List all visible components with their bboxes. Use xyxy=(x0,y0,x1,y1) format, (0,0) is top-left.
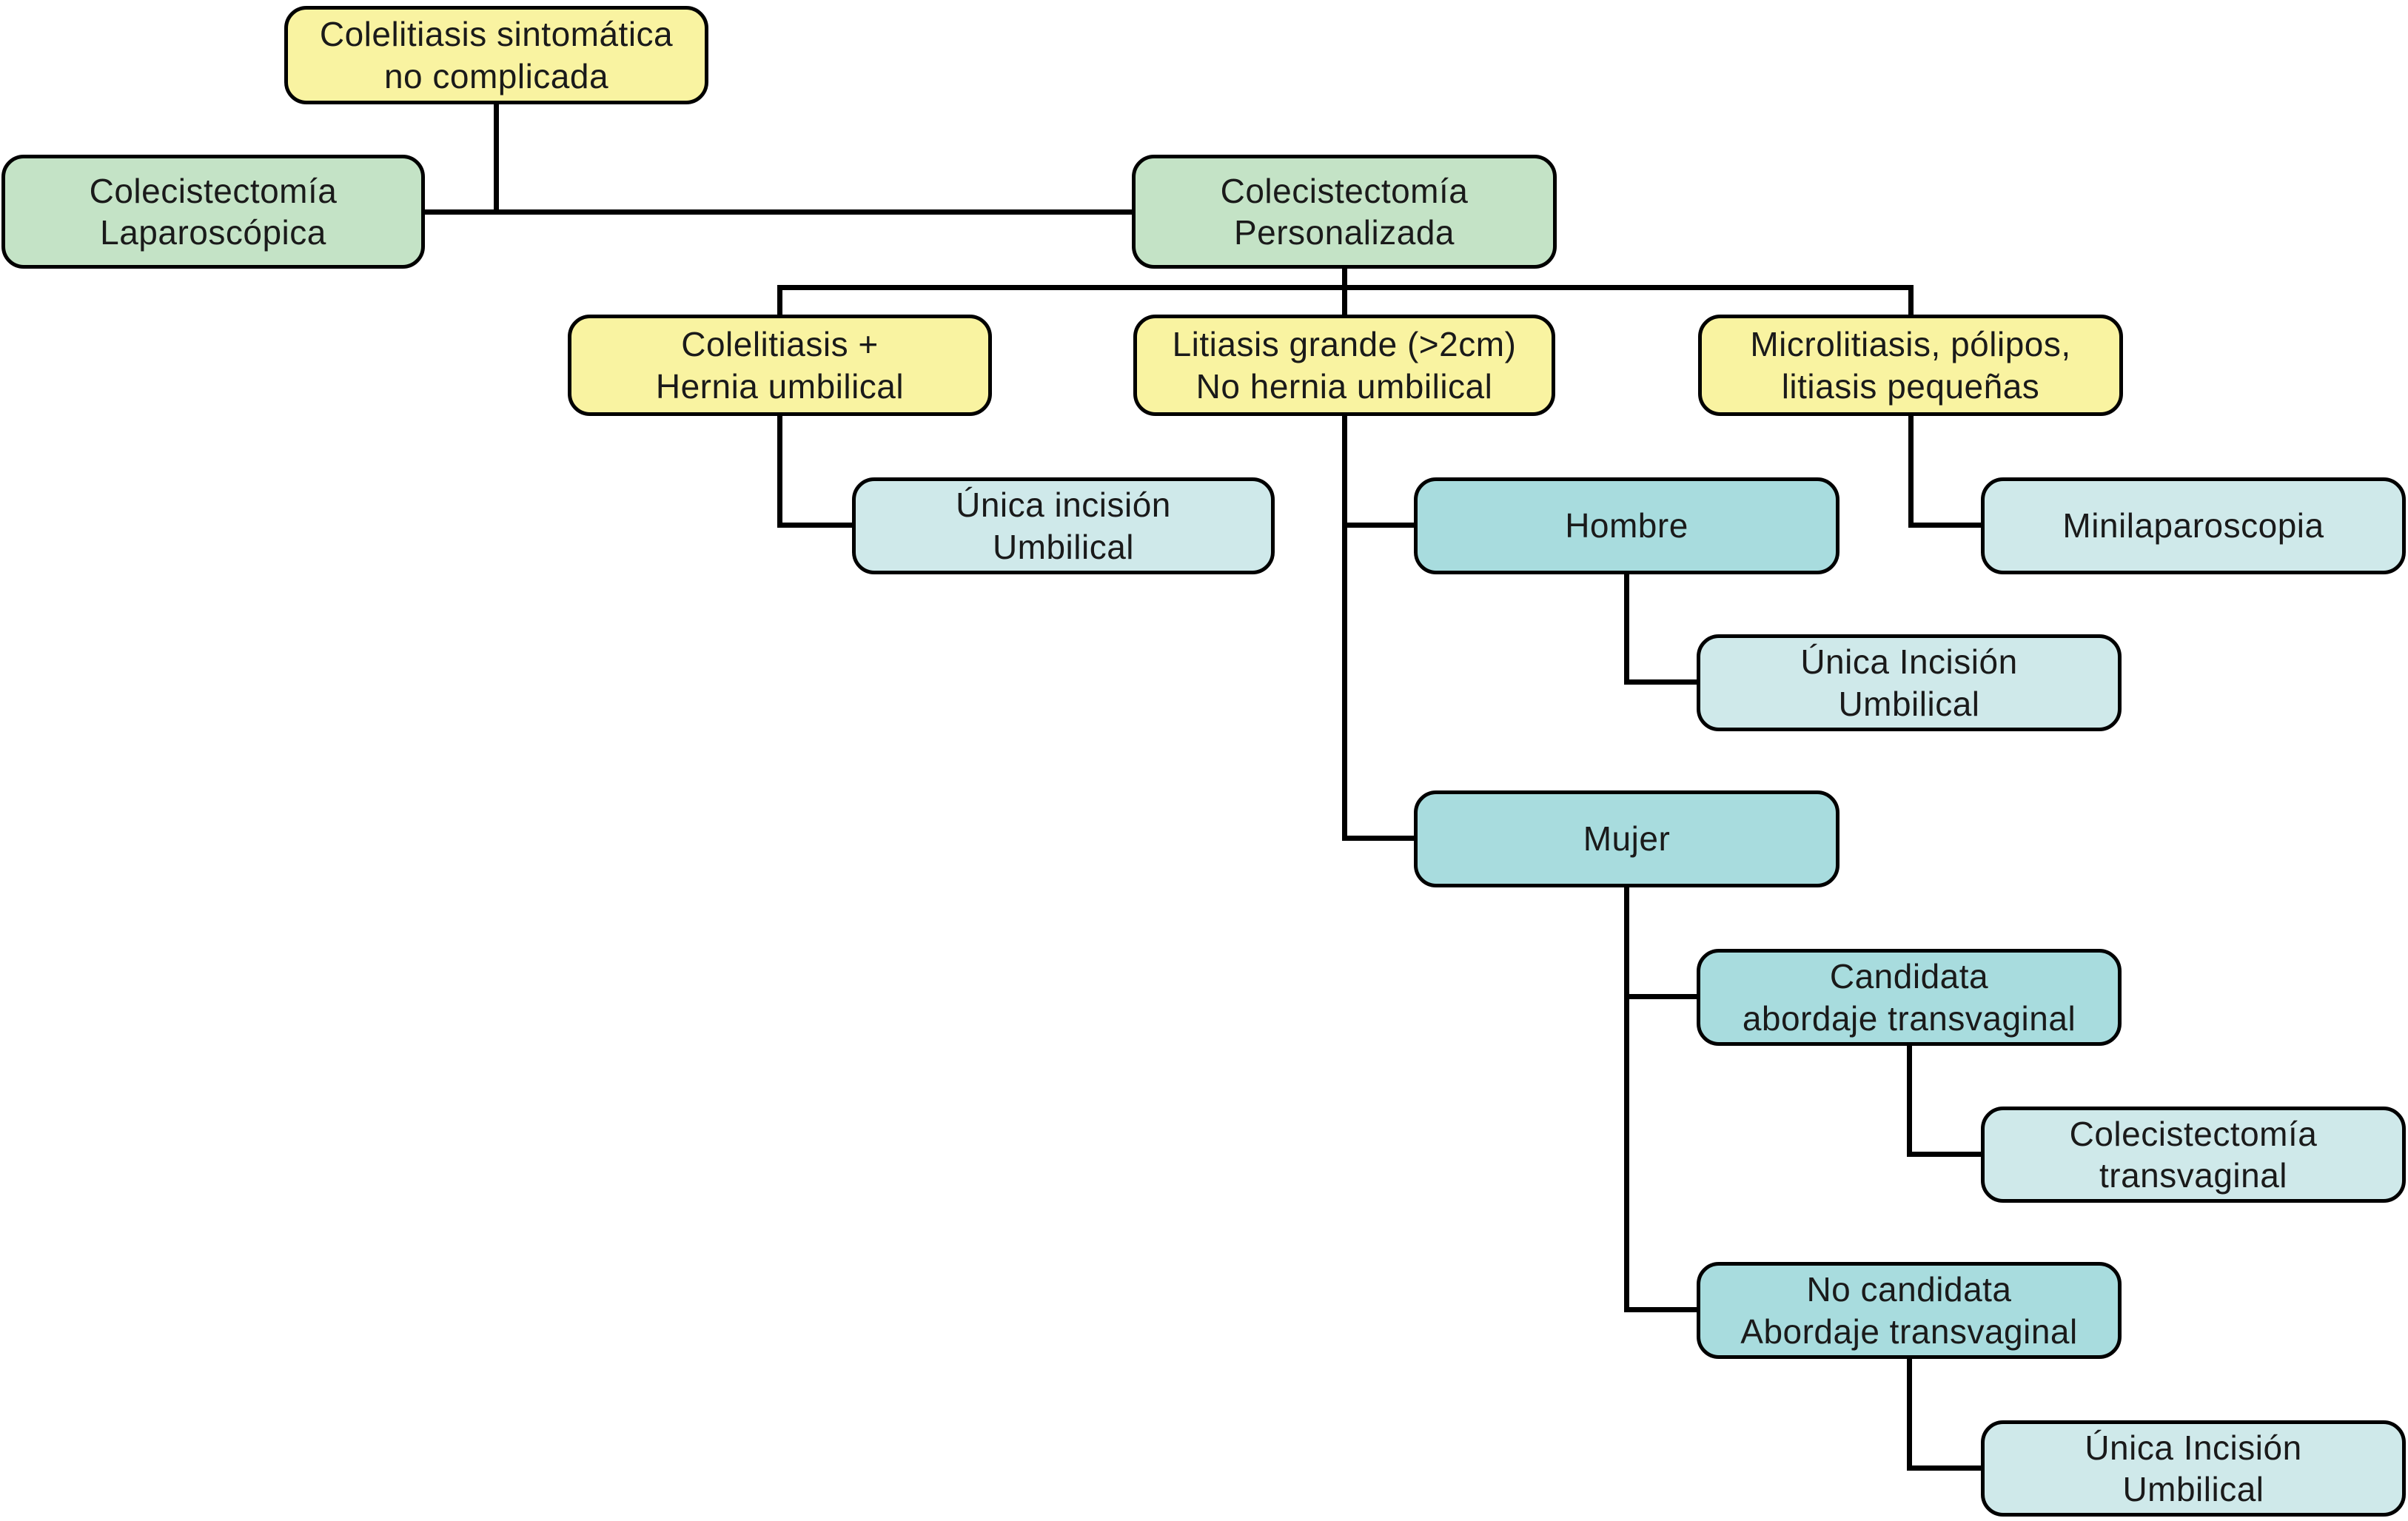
node-no-candidata-transvaginal: No candidata Abordaje transvaginal xyxy=(1697,1262,2122,1359)
connector-hernia-down xyxy=(777,414,782,528)
node-colelitiasis-hernia-umbilical: Colelitiasis + Hernia umbilical xyxy=(568,315,992,416)
connector-to-candidata xyxy=(1624,994,1699,999)
connector-root-down xyxy=(494,103,499,215)
connector-litiasis-down xyxy=(1342,414,1347,841)
connector-to-unica-incision-2 xyxy=(1624,679,1699,685)
connector-hombre-down xyxy=(1624,573,1629,685)
connector-to-mujer xyxy=(1342,836,1416,841)
connector-microlitiasis-down xyxy=(1908,414,1914,528)
node-litiasis-grande: Litiasis grande (>2cm) No hernia umbilic… xyxy=(1133,315,1555,416)
connector-no-candidata-down xyxy=(1907,1357,1912,1471)
node-colecistectomia-laparoscopica: Colecistectomía Laparoscópica xyxy=(1,155,425,269)
node-candidata-transvaginal: Candidata abordaje transvaginal xyxy=(1697,949,2122,1046)
node-unica-incision-umbilical-1: Única incisión Umbilical xyxy=(852,477,1275,574)
connector-bar-to-hernia xyxy=(777,285,782,318)
node-unica-incision-umbilical-3: Única Incisión Umbilical xyxy=(1981,1420,2406,1517)
node-unica-incision-umbilical-2: Única Incisión Umbilical xyxy=(1697,634,2122,731)
node-mujer: Mujer xyxy=(1414,790,1839,887)
connector-row2-horizontal xyxy=(422,209,1135,215)
connector-to-unica-incision-3 xyxy=(1907,1465,1983,1471)
connector-candidata-down xyxy=(1907,1044,1912,1157)
connector-to-minilaparoscopia xyxy=(1908,523,1983,528)
node-hombre: Hombre xyxy=(1414,477,1839,574)
node-microlitiasis-polipos: Microlitiasis, pólipos, litiasis pequeña… xyxy=(1698,315,2123,416)
connector-to-hombre xyxy=(1342,523,1416,528)
node-colecistectomia-transvaginal: Colecistectomía transvaginal xyxy=(1981,1107,2406,1203)
node-minilaparoscopia: Minilaparoscopia xyxy=(1981,477,2406,574)
connector-personalizada-down xyxy=(1342,267,1347,318)
node-colecistectomia-personalizada: Colecistectomía Personalizada xyxy=(1132,155,1557,269)
connector-to-no-candidata xyxy=(1624,1307,1699,1312)
node-colelitiasis-sintomatica: Colelitiasis sintomática no complicada xyxy=(284,6,708,104)
connector-bar-to-microlitiasis xyxy=(1908,285,1914,318)
connector-mujer-down xyxy=(1624,886,1629,1312)
connector-to-colecistectomia-transvaginal xyxy=(1907,1152,1983,1157)
connector-row3-bar xyxy=(777,285,1914,290)
connector-to-unica-incision-1 xyxy=(777,523,855,528)
